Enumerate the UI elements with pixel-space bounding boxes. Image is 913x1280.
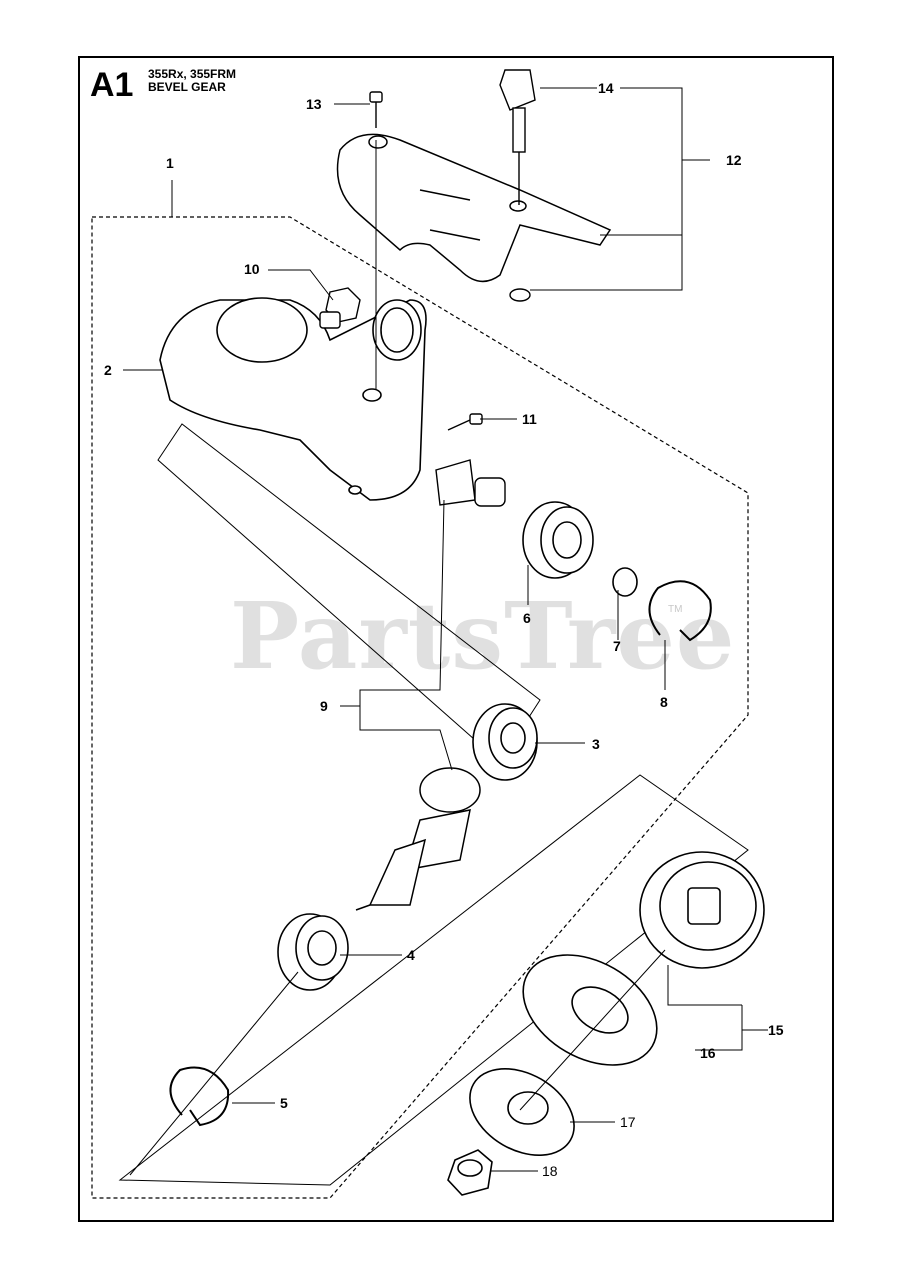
- callout-14: 14: [598, 80, 614, 96]
- circlip-5: [169, 1066, 230, 1127]
- model-list: 355Rx, 355FRM: [148, 67, 237, 81]
- callout-7: 7: [613, 638, 621, 654]
- support-cup-16: [522, 954, 658, 1066]
- callout-2: 2: [104, 362, 112, 378]
- callout-9: 9: [320, 698, 328, 714]
- callout-15: 15: [768, 1022, 784, 1038]
- shaft-group-outline: [118, 774, 749, 1186]
- callout-13: 13: [306, 96, 322, 112]
- bearing-6: [522, 501, 594, 579]
- retaining-ring-7: [612, 567, 638, 597]
- bearing-3: [472, 703, 538, 781]
- watermark-tm: TM: [668, 604, 683, 615]
- circlip-8: [648, 580, 712, 642]
- flange-part: [639, 851, 765, 969]
- bearing-4: [277, 913, 349, 991]
- callout-18: 18: [542, 1163, 558, 1179]
- callout-5: 5: [280, 1095, 288, 1111]
- callout-17: 17: [620, 1114, 636, 1130]
- nut-part: [509, 288, 531, 302]
- guard-group-outline: [157, 423, 541, 763]
- washer-17: [469, 1067, 575, 1157]
- gear-housing: [159, 297, 427, 501]
- callout-10: 10: [244, 261, 260, 277]
- drawing-frame: [78, 56, 834, 1222]
- plug-part: [319, 287, 361, 329]
- nut-18: [447, 1149, 493, 1196]
- screw-part: [369, 91, 383, 128]
- leader-lines: [123, 87, 768, 1176]
- assembly-outline: [91, 216, 749, 1199]
- bolt-part: [499, 69, 536, 205]
- sheet-header: 355Rx, 355FRM BEVEL GEAR: [148, 68, 236, 94]
- callout-16: 16: [700, 1045, 716, 1061]
- callout-3: 3: [592, 736, 600, 752]
- sheet-id: A1: [90, 66, 134, 104]
- callout-8: 8: [660, 694, 668, 710]
- sheet-title: BEVEL GEAR: [148, 80, 226, 94]
- callout-12: 12: [726, 152, 742, 168]
- callout-4: 4: [407, 947, 415, 963]
- bevel-gear-shaft: [355, 767, 481, 911]
- bracket-part: [336, 133, 612, 283]
- callout-11: 11: [522, 411, 537, 427]
- side-screw-part: [447, 413, 483, 431]
- callout-1: 1: [166, 155, 174, 171]
- callout-6: 6: [523, 610, 531, 626]
- pinion-part: [435, 459, 506, 507]
